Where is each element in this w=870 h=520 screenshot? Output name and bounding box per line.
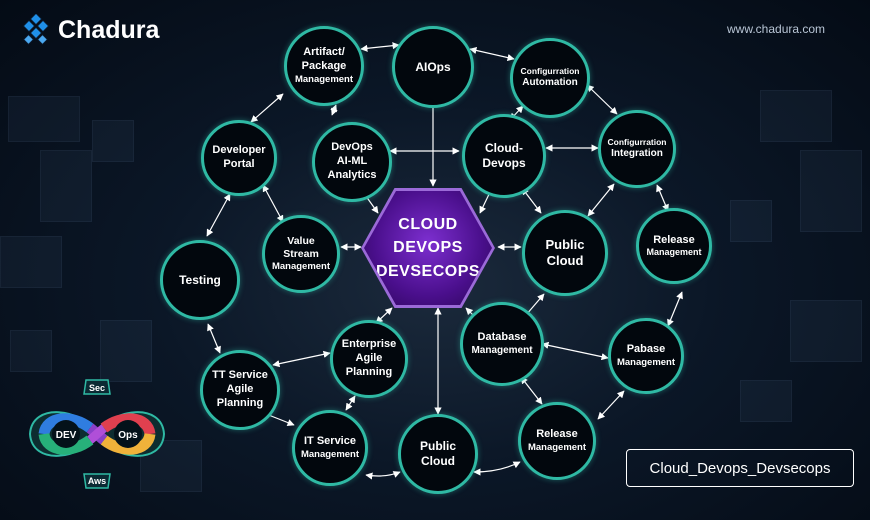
- bg-tile: [740, 380, 792, 422]
- node-aiops: AIOps: [392, 26, 474, 108]
- infinity-segment-violet: [87, 424, 107, 444]
- infinity-segment-green: [38, 432, 94, 455]
- infinity-segment-red: [100, 413, 156, 436]
- bg-tile: [760, 90, 832, 142]
- bg-tile: [10, 330, 52, 372]
- brand-name: Chadura: [58, 15, 160, 44]
- website-url: www.chadura.com: [727, 22, 826, 36]
- link-publiccloud-release: [473, 461, 521, 476]
- node-testing: Testing: [160, 240, 240, 320]
- bg-tile: [790, 300, 862, 362]
- link-release-pabase: [667, 291, 683, 327]
- devsecops-infinity-graphic: Sec Aws DEV Ops: [28, 379, 166, 489]
- aws-label: Aws: [88, 476, 106, 486]
- link-artifact-aiops: [360, 42, 400, 52]
- sec-label: Sec: [89, 383, 105, 393]
- link-aiops-configautomation: [469, 46, 515, 62]
- dev-hub: [52, 420, 80, 448]
- link-configautomation-configintegration: [586, 84, 618, 115]
- bg-tile: [800, 150, 862, 232]
- link-devops-artifact: [330, 104, 338, 116]
- brand-logo: Chadura: [20, 14, 159, 46]
- link-release-pabase-bottom: [597, 390, 625, 420]
- center-hexagon: CLOUD DEVOPS DEVSECOPS: [361, 188, 495, 308]
- infinity-segment-yellow: [100, 432, 156, 455]
- caption-tag: Cloud_Devops_Devsecops: [626, 449, 854, 487]
- bg-tile: [40, 150, 92, 222]
- link-configintegration-publiccloud: [587, 183, 615, 217]
- ops-label: Ops: [118, 430, 138, 441]
- dev-label: DEV: [56, 430, 77, 441]
- infinity-segment-blue: [38, 413, 94, 436]
- link-publiccloud-itservice: [365, 471, 401, 480]
- link-artifact-devportal: [250, 93, 284, 123]
- ops-hub: [114, 420, 142, 448]
- link-ttservice-enterprise: [272, 350, 331, 368]
- bg-tile: [92, 120, 134, 162]
- bg-tile: [100, 320, 152, 382]
- sec-tab: [83, 379, 111, 395]
- link-database-release: [520, 376, 543, 405]
- bg-tile: [0, 236, 62, 288]
- node-cloud-devops: Cloud-Devops: [462, 114, 546, 198]
- link-devportal-testing: [206, 193, 231, 237]
- center-title-line-3: DEVSECOPS: [375, 262, 481, 280]
- chadura-logo-icon: [22, 14, 50, 46]
- link-testing-ttservice: [207, 323, 221, 354]
- link-enterprise-itservice: [345, 395, 356, 411]
- bg-tile: [8, 96, 80, 142]
- link-configintegration-release: [656, 184, 669, 212]
- link-devportal-valuestream: [262, 184, 284, 223]
- center-title-line-1: CLOUD: [398, 216, 458, 234]
- aws-tab: [83, 473, 111, 489]
- center-title-line-2: DEVOPS: [393, 239, 463, 257]
- bg-tile: [730, 200, 772, 242]
- link-database-pabase: [541, 341, 609, 361]
